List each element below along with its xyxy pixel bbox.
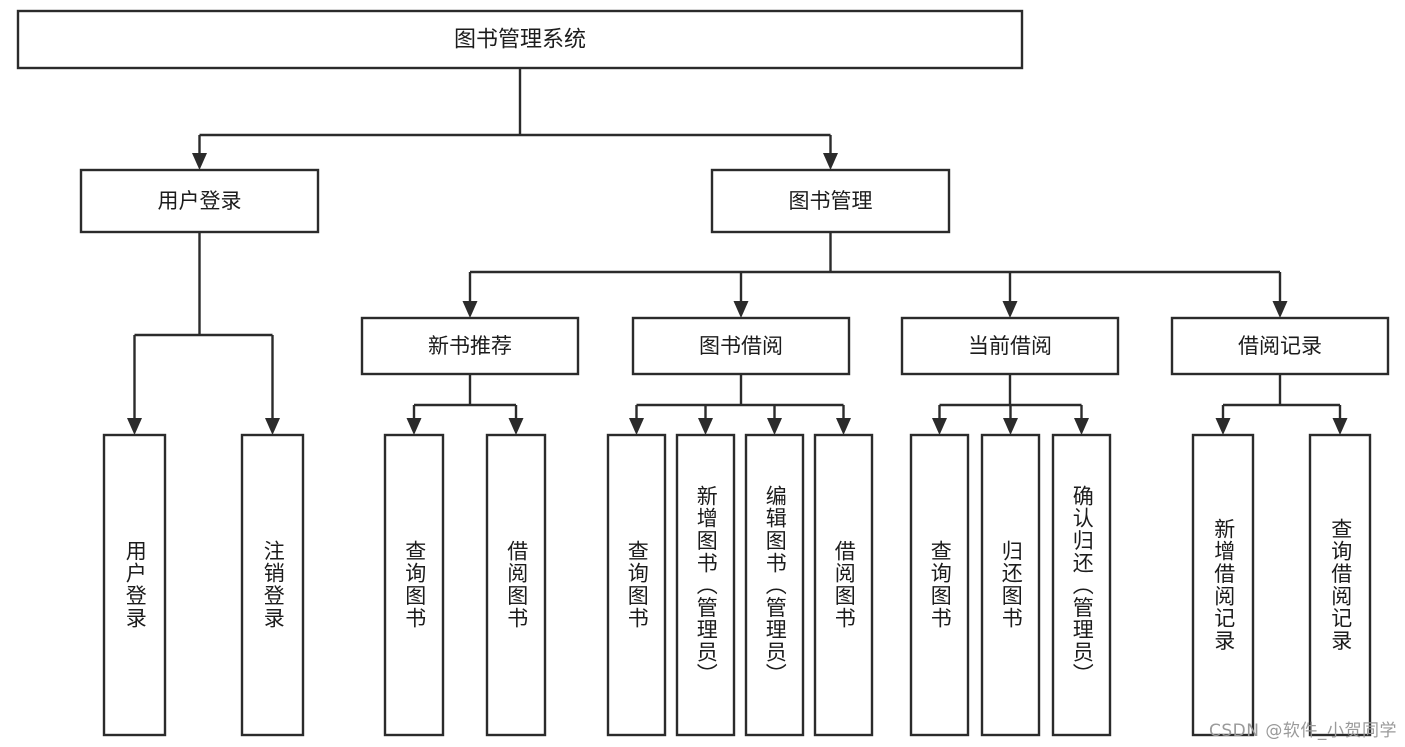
node-box bbox=[909, 433, 970, 737]
node-label: 图书管理系统 bbox=[454, 28, 586, 53]
arrow-head-icon bbox=[836, 418, 851, 435]
node-query-book-1[interactable] bbox=[383, 433, 445, 737]
arrow-head-icon bbox=[823, 153, 838, 170]
arrow-head-icon bbox=[932, 418, 947, 435]
node-confirm-return[interactable] bbox=[1051, 433, 1112, 737]
arrow-head-icon bbox=[1272, 301, 1288, 318]
node-box bbox=[606, 433, 667, 737]
node-box bbox=[1308, 433, 1372, 737]
node-label: 用户登录 bbox=[158, 189, 242, 213]
node-borrow-book-1[interactable] bbox=[485, 433, 547, 737]
arrow-head-icon bbox=[265, 418, 280, 435]
node-box bbox=[1170, 316, 1390, 376]
node-query-book-3[interactable] bbox=[909, 433, 970, 737]
arrow-head-icon bbox=[1332, 418, 1348, 435]
node-root[interactable]: 图书管理系统 bbox=[16, 9, 1024, 70]
node-query-borrow-record[interactable] bbox=[1308, 433, 1372, 737]
node-add-book[interactable] bbox=[675, 433, 736, 737]
node-box bbox=[631, 316, 851, 376]
node-query-book-2[interactable] bbox=[606, 433, 667, 737]
edges-layer bbox=[127, 68, 1348, 435]
arrow-head-icon bbox=[462, 301, 478, 318]
node-box bbox=[1051, 433, 1112, 737]
arrow-head-icon bbox=[629, 418, 644, 435]
arrow-head-icon bbox=[127, 418, 142, 435]
node-box bbox=[79, 168, 320, 234]
node-label: 图书管理 bbox=[789, 189, 873, 213]
node-edit-book[interactable] bbox=[744, 433, 805, 737]
node-box bbox=[1191, 433, 1255, 737]
node-book-manage[interactable]: 图书管理 bbox=[710, 168, 951, 234]
node-label: 当前借阅 bbox=[968, 334, 1052, 358]
node-user-login-do[interactable] bbox=[102, 433, 167, 737]
node-book-borrow[interactable]: 图书借阅 bbox=[631, 316, 851, 376]
node-box bbox=[360, 316, 580, 376]
node-box bbox=[485, 433, 547, 737]
node-current-borrow[interactable]: 当前借阅 bbox=[900, 316, 1120, 376]
node-box bbox=[980, 433, 1041, 737]
arrow-head-icon bbox=[1215, 418, 1231, 435]
node-box bbox=[675, 433, 736, 737]
arrow-head-icon bbox=[1074, 418, 1089, 435]
node-box bbox=[383, 433, 445, 737]
arrow-head-icon bbox=[192, 153, 207, 170]
arrow-head-icon bbox=[508, 418, 524, 435]
node-borrow-book-2[interactable] bbox=[813, 433, 874, 737]
node-add-borrow-record[interactable] bbox=[1191, 433, 1255, 737]
node-label: 新书推荐 bbox=[428, 334, 512, 358]
arrow-head-icon bbox=[406, 418, 422, 435]
node-label: 借阅记录 bbox=[1238, 334, 1322, 358]
arrow-head-icon bbox=[767, 418, 782, 435]
node-borrow-record[interactable]: 借阅记录 bbox=[1170, 316, 1390, 376]
watermark-text: CSDN @软件_小贺同学 bbox=[1208, 721, 1397, 741]
node-box bbox=[710, 168, 951, 234]
arrow-head-icon bbox=[1003, 418, 1018, 435]
node-return-book[interactable] bbox=[980, 433, 1041, 737]
node-box bbox=[102, 433, 167, 737]
node-box bbox=[16, 9, 1024, 70]
node-box bbox=[240, 433, 305, 737]
node-box bbox=[900, 316, 1120, 376]
node-label: 图书借阅 bbox=[699, 334, 783, 358]
arrow-head-icon bbox=[1002, 301, 1018, 318]
node-new-book-recommend[interactable]: 新书推荐 bbox=[360, 316, 580, 376]
node-box bbox=[813, 433, 874, 737]
arrow-head-icon bbox=[733, 301, 749, 318]
node-box bbox=[744, 433, 805, 737]
arrow-head-icon bbox=[698, 418, 713, 435]
node-user-logout[interactable] bbox=[240, 433, 305, 737]
node-user-login[interactable]: 用户登录 bbox=[79, 168, 320, 234]
